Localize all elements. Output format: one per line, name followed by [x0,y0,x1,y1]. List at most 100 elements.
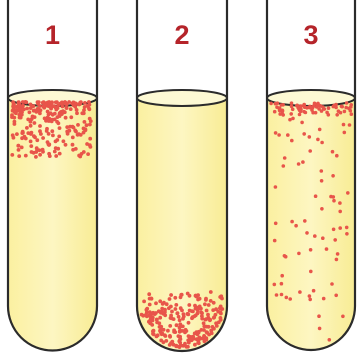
bacterium-dot [172,330,176,334]
bacterium-dot [71,143,75,147]
bacterium-dot [175,323,179,327]
bacterium-dot [308,105,312,109]
bacterium-dot [290,220,294,224]
bacterium-dot [148,303,152,307]
bacterium-dot [283,156,287,160]
tube-2: 2 [137,0,227,351]
bacterium-dot [298,290,302,294]
bacterium-dot [347,107,351,111]
bacterium-dot [309,270,313,274]
bacterium-dot [202,324,206,328]
bacterium-dot [273,283,277,287]
bacterium-dot [76,123,80,127]
bacterium-dot [311,111,315,115]
bacterium-dot [144,313,148,317]
bacterium-dot [87,100,91,104]
bacterium-dot [20,146,24,150]
bacterium-dot [320,179,324,183]
bacterium-dot [61,105,65,109]
bacterium-dot [335,154,339,158]
bacterium-dot [64,116,68,120]
bacterium-dot [198,305,202,309]
bacterium-dot [87,107,91,111]
bacterium-dot [38,153,42,157]
bacterium-dot [51,134,55,138]
bacterium-dot [12,116,16,120]
bacterium-dot [193,332,197,336]
bacterium-dot [35,138,39,142]
bacterium-dot [54,100,58,104]
bacterium-dot [45,129,49,133]
bacterium-dot [204,338,208,342]
bacterium-dot [181,317,185,321]
bacterium-dot [302,110,306,114]
bacterium-dot [53,150,57,154]
bacterium-dot [274,131,278,135]
bacterium-dot [280,274,284,278]
bacterium-dot [64,143,68,147]
bacterium-dot [71,136,75,140]
bacterium-dot [318,128,322,132]
bacterium-dot [147,292,151,296]
bacterium-dot [187,321,191,325]
bacterium-dot [188,309,192,313]
bacterium-dot [345,226,349,230]
bacterium-dot [75,108,79,112]
bacterium-dot [36,107,40,111]
bacterium-dot [76,133,80,137]
bacterium-dot [203,302,207,306]
bacterium-dot [339,111,343,115]
bacterium-dot [169,293,173,297]
bacterium-dot [193,343,197,347]
bacterium-dot [48,105,52,109]
bacterium-dot [160,332,164,336]
bacterium-dot [21,130,25,134]
tube-3: 3 [267,0,355,350]
bacterium-dot [10,153,14,157]
bacterium-dot [334,294,338,298]
bacterium-dot [178,322,182,326]
bacterium-dot [36,102,40,106]
bacterium-dot [185,345,189,349]
bacterium-dot [17,148,21,152]
bacterium-dot [50,129,54,133]
bacterium-dot [58,152,62,156]
bacterium-dot [212,316,216,320]
bacterium-dot [77,154,81,158]
bacterium-dot [88,123,92,127]
bacterium-dot [205,309,209,313]
tube-3-label: 3 [303,20,318,50]
bacterium-dot [332,105,336,109]
bacterium-dot [325,247,329,251]
tube-2-label: 2 [174,20,189,50]
tube-2-meniscus [137,90,227,106]
bacterium-dot [42,105,46,109]
bacterium-dot [154,311,158,315]
bacterium-dot [281,103,285,107]
bacterium-dot [198,297,202,301]
bacterium-dot [21,104,25,108]
bacterium-dot [12,136,16,140]
bacterium-dot [173,296,177,300]
bacterium-dot [71,148,75,152]
bacterium-dot [18,116,22,120]
bacterium-dot [177,315,181,319]
bacterium-dot [207,303,211,307]
bacterium-dot [328,338,332,342]
bacterium-dot [67,100,71,104]
bacterium-dot [56,106,60,110]
bacterium-dot [165,302,169,306]
bacterium-dot [186,292,190,296]
bacterium-dot [301,160,305,164]
bacterium-dot [309,248,313,252]
bacterium-dot [196,341,200,345]
bacterium-dot [345,232,349,236]
bacterium-dot [69,107,73,111]
bacterium-dot [150,297,154,301]
bacterium-dot [16,144,20,148]
bacterium-dot [179,344,183,348]
bacterium-dot [204,317,208,321]
bacterium-dot [164,339,168,343]
bacterium-dot [41,148,45,152]
bacterium-dot [25,107,29,111]
